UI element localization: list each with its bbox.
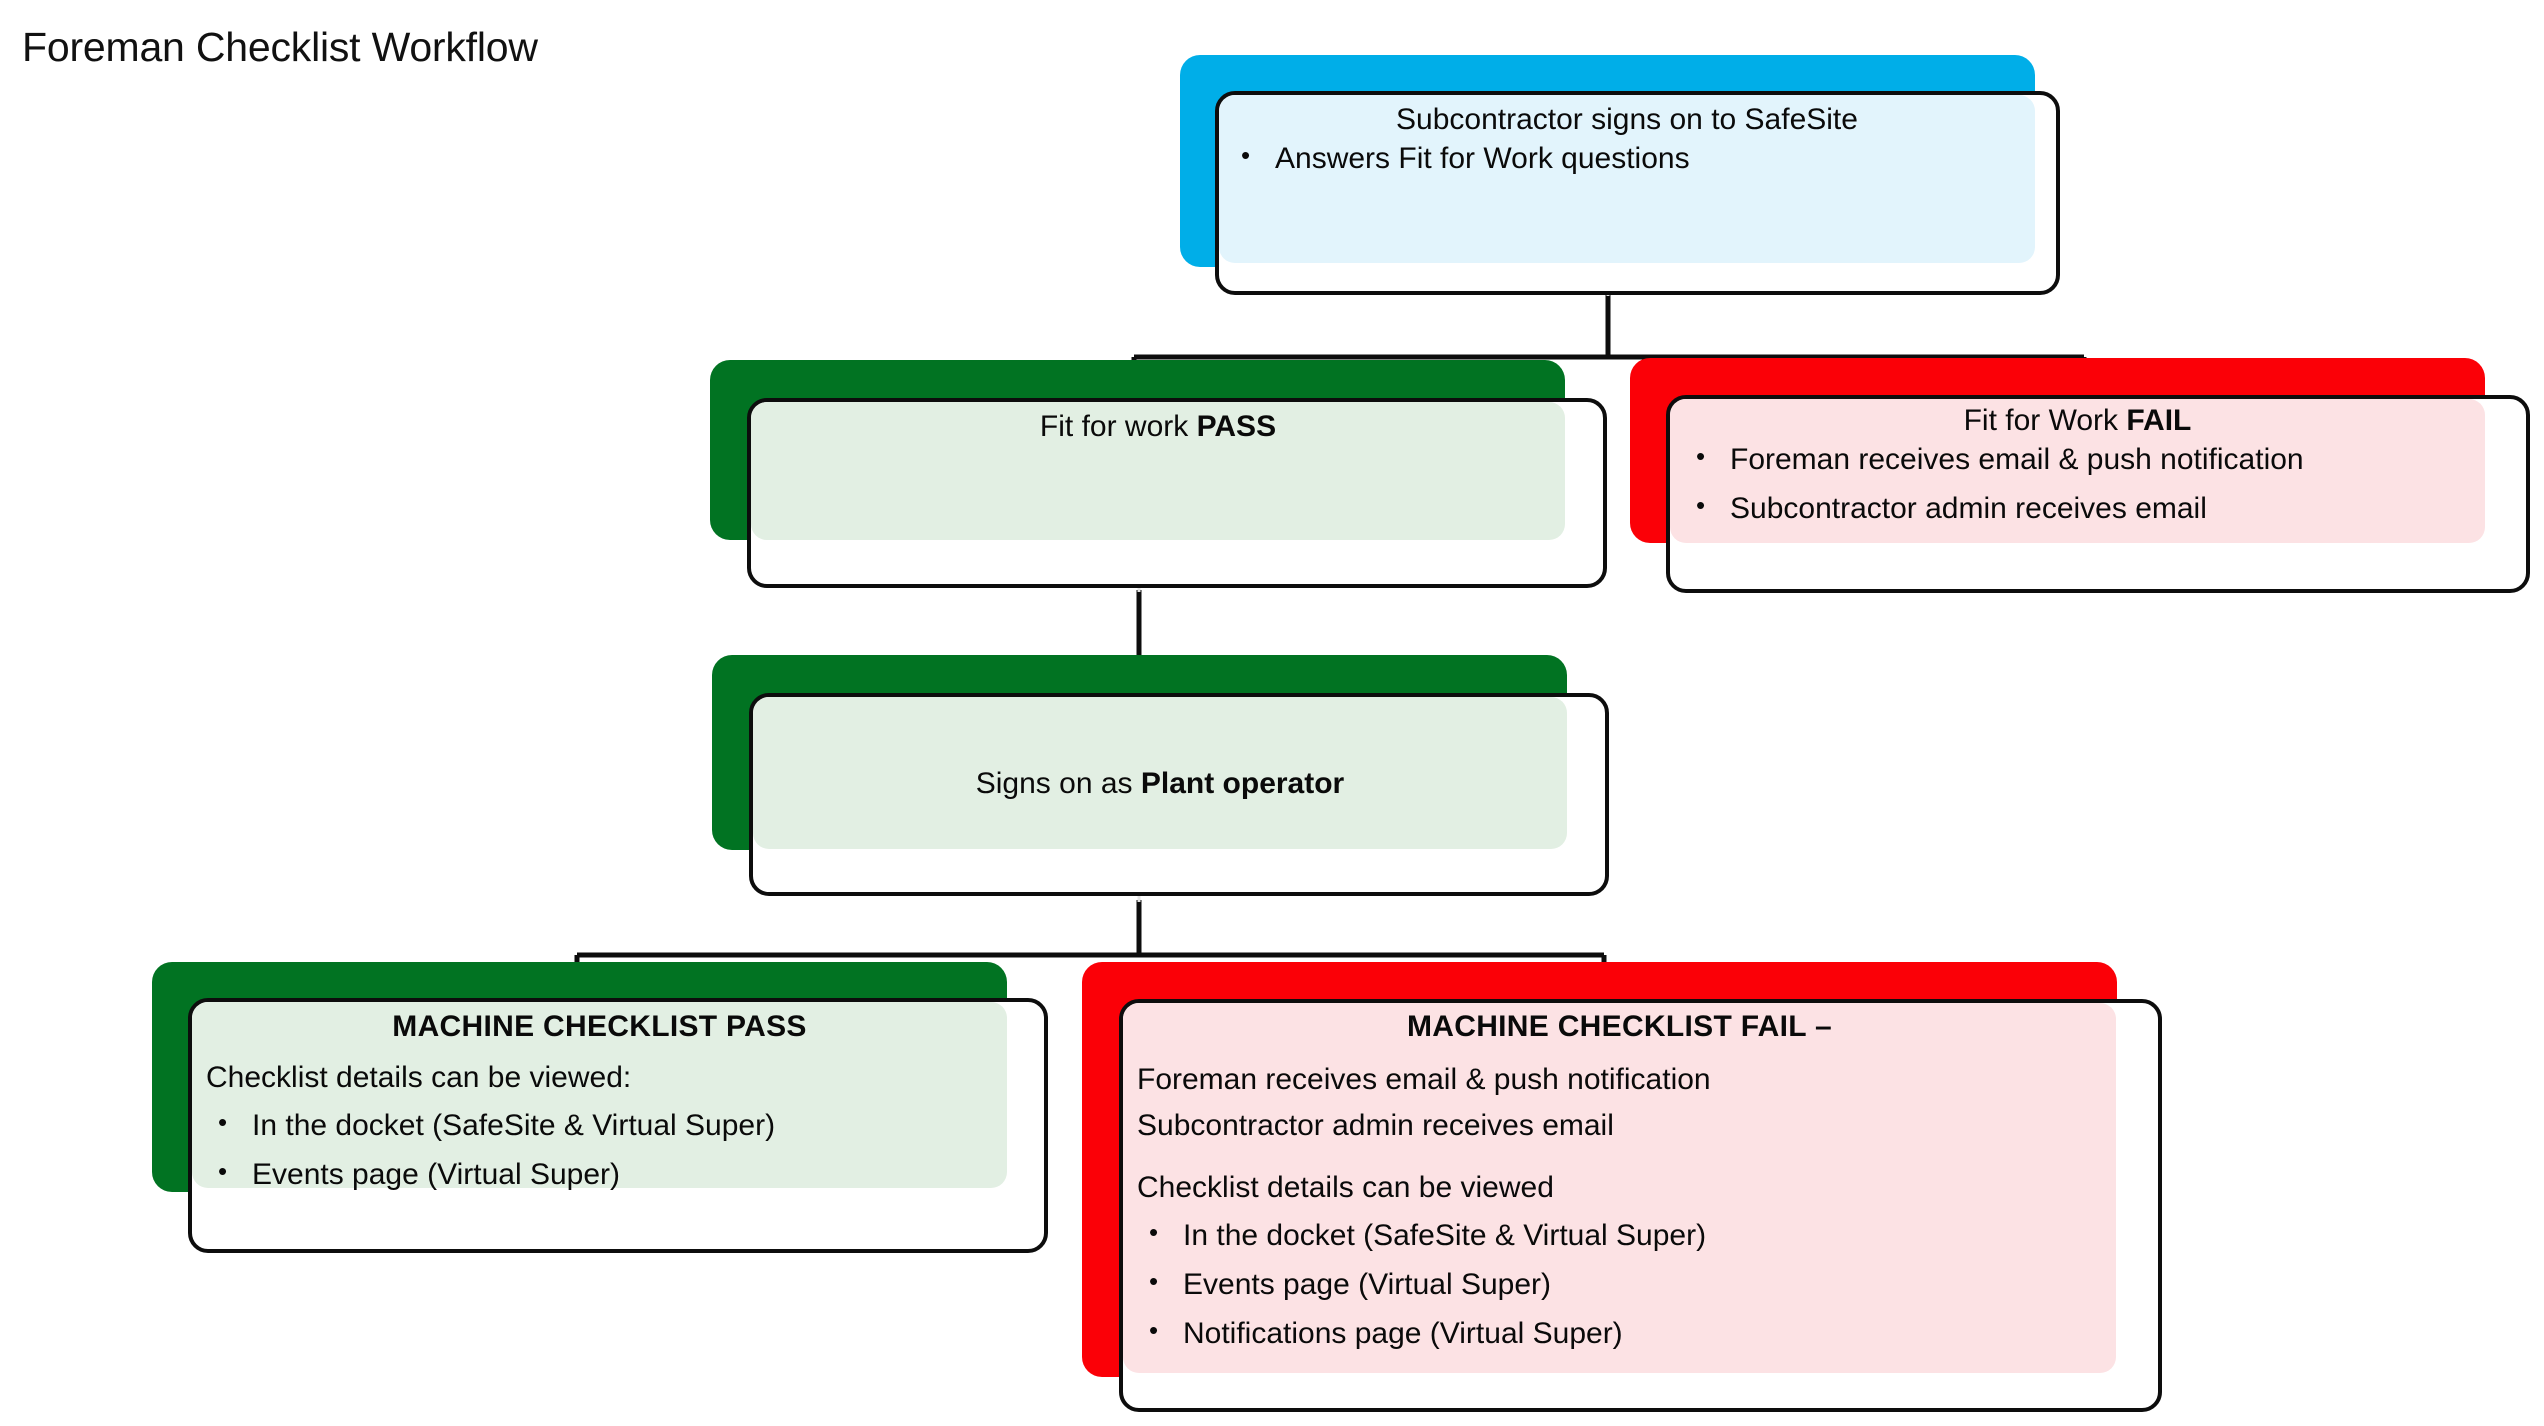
node-heading: Subcontractor signs on to SafeSite: [1396, 103, 1858, 136]
node-bullet-list: Foreman receives email & push notificati…: [1684, 439, 2471, 529]
list-item: In the docket (SafeSite & Virtual Super): [1137, 1215, 2102, 1256]
node-text-line: Subcontractor admin receives email: [1137, 1109, 1614, 1143]
node-bullet-list: In the docket (SafeSite & Virtual Super)…: [206, 1105, 993, 1195]
node-heading: MACHINE CHECKLIST FAIL –: [1406, 1010, 1832, 1043]
list-item: Answers Fit for Work questions: [1229, 138, 2025, 179]
heading-emphasis: FAIL: [2126, 404, 2192, 437]
node-content: Subcontractor signs on to SafeSite Answe…: [1219, 101, 2035, 188]
node-heading: MACHINE CHECKLIST PASS: [392, 1010, 807, 1043]
node-fit-for-work-pass[interactable]: Fit for work PASS: [710, 360, 1610, 590]
list-item: Events page (Virtual Super): [1137, 1264, 2102, 1305]
node-content: MACHINE CHECKLIST FAIL – Foreman receive…: [1123, 1008, 2116, 1363]
heading-plain: Fit for Work: [1963, 404, 2127, 437]
node-bullet-list: Answers Fit for Work questions: [1229, 138, 2025, 179]
list-item: Subcontractor admin receives email: [1684, 488, 2471, 529]
heading-emphasis: PASS: [1196, 410, 1277, 443]
list-item: Foreman receives email & push notificati…: [1684, 439, 2471, 480]
node-heading: Fit for Work FAIL: [1684, 402, 2471, 440]
node-subcontractor-signon[interactable]: Subcontractor signs on to SafeSite Answe…: [1180, 55, 2060, 295]
node-content: Fit for work PASS: [751, 408, 1565, 446]
node-heading: Fit for work PASS: [761, 408, 1555, 446]
node-heading: Signs on as Plant operator: [763, 765, 1557, 803]
node-machine-checklist-pass[interactable]: MACHINE CHECKLIST PASS Checklist details…: [152, 962, 1052, 1262]
node-signs-on-as-plant-operator[interactable]: Signs on as Plant operator: [712, 655, 1612, 900]
node-lead-text: Checklist details can be viewed:: [206, 1061, 632, 1095]
node-content: Fit for Work FAIL Foreman receives email…: [1670, 402, 2485, 538]
node-text-line: Foreman receives email & push notificati…: [1137, 1063, 1711, 1097]
list-item: Events page (Virtual Super): [206, 1154, 993, 1195]
node-bullet-list: In the docket (SafeSite & Virtual Super)…: [1137, 1215, 2102, 1354]
node-tint-fill: [753, 697, 1567, 849]
node-content: Signs on as Plant operator: [753, 765, 1567, 803]
node-spacer: [1137, 1146, 2102, 1168]
list-item: In the docket (SafeSite & Virtual Super): [206, 1105, 993, 1146]
node-content: MACHINE CHECKLIST PASS Checklist details…: [192, 1008, 1007, 1204]
node-tint-fill: [751, 402, 1565, 540]
page-title: Foreman Checklist Workflow: [22, 24, 538, 70]
node-fit-for-work-fail[interactable]: Fit for Work FAIL Foreman receives email…: [1630, 358, 2530, 598]
node-tint-fill: [1123, 1003, 2116, 1373]
list-item: Notifications page (Virtual Super): [1137, 1313, 2102, 1354]
node-machine-checklist-fail[interactable]: MACHINE CHECKLIST FAIL – Foreman receive…: [1082, 962, 2162, 1412]
node-lead-text: Checklist details can be viewed: [1137, 1171, 1554, 1205]
heading-plain: Signs on as: [975, 767, 1141, 800]
heading-emphasis: Plant operator: [1140, 767, 1345, 800]
heading-plain: Fit for work: [1039, 410, 1197, 443]
